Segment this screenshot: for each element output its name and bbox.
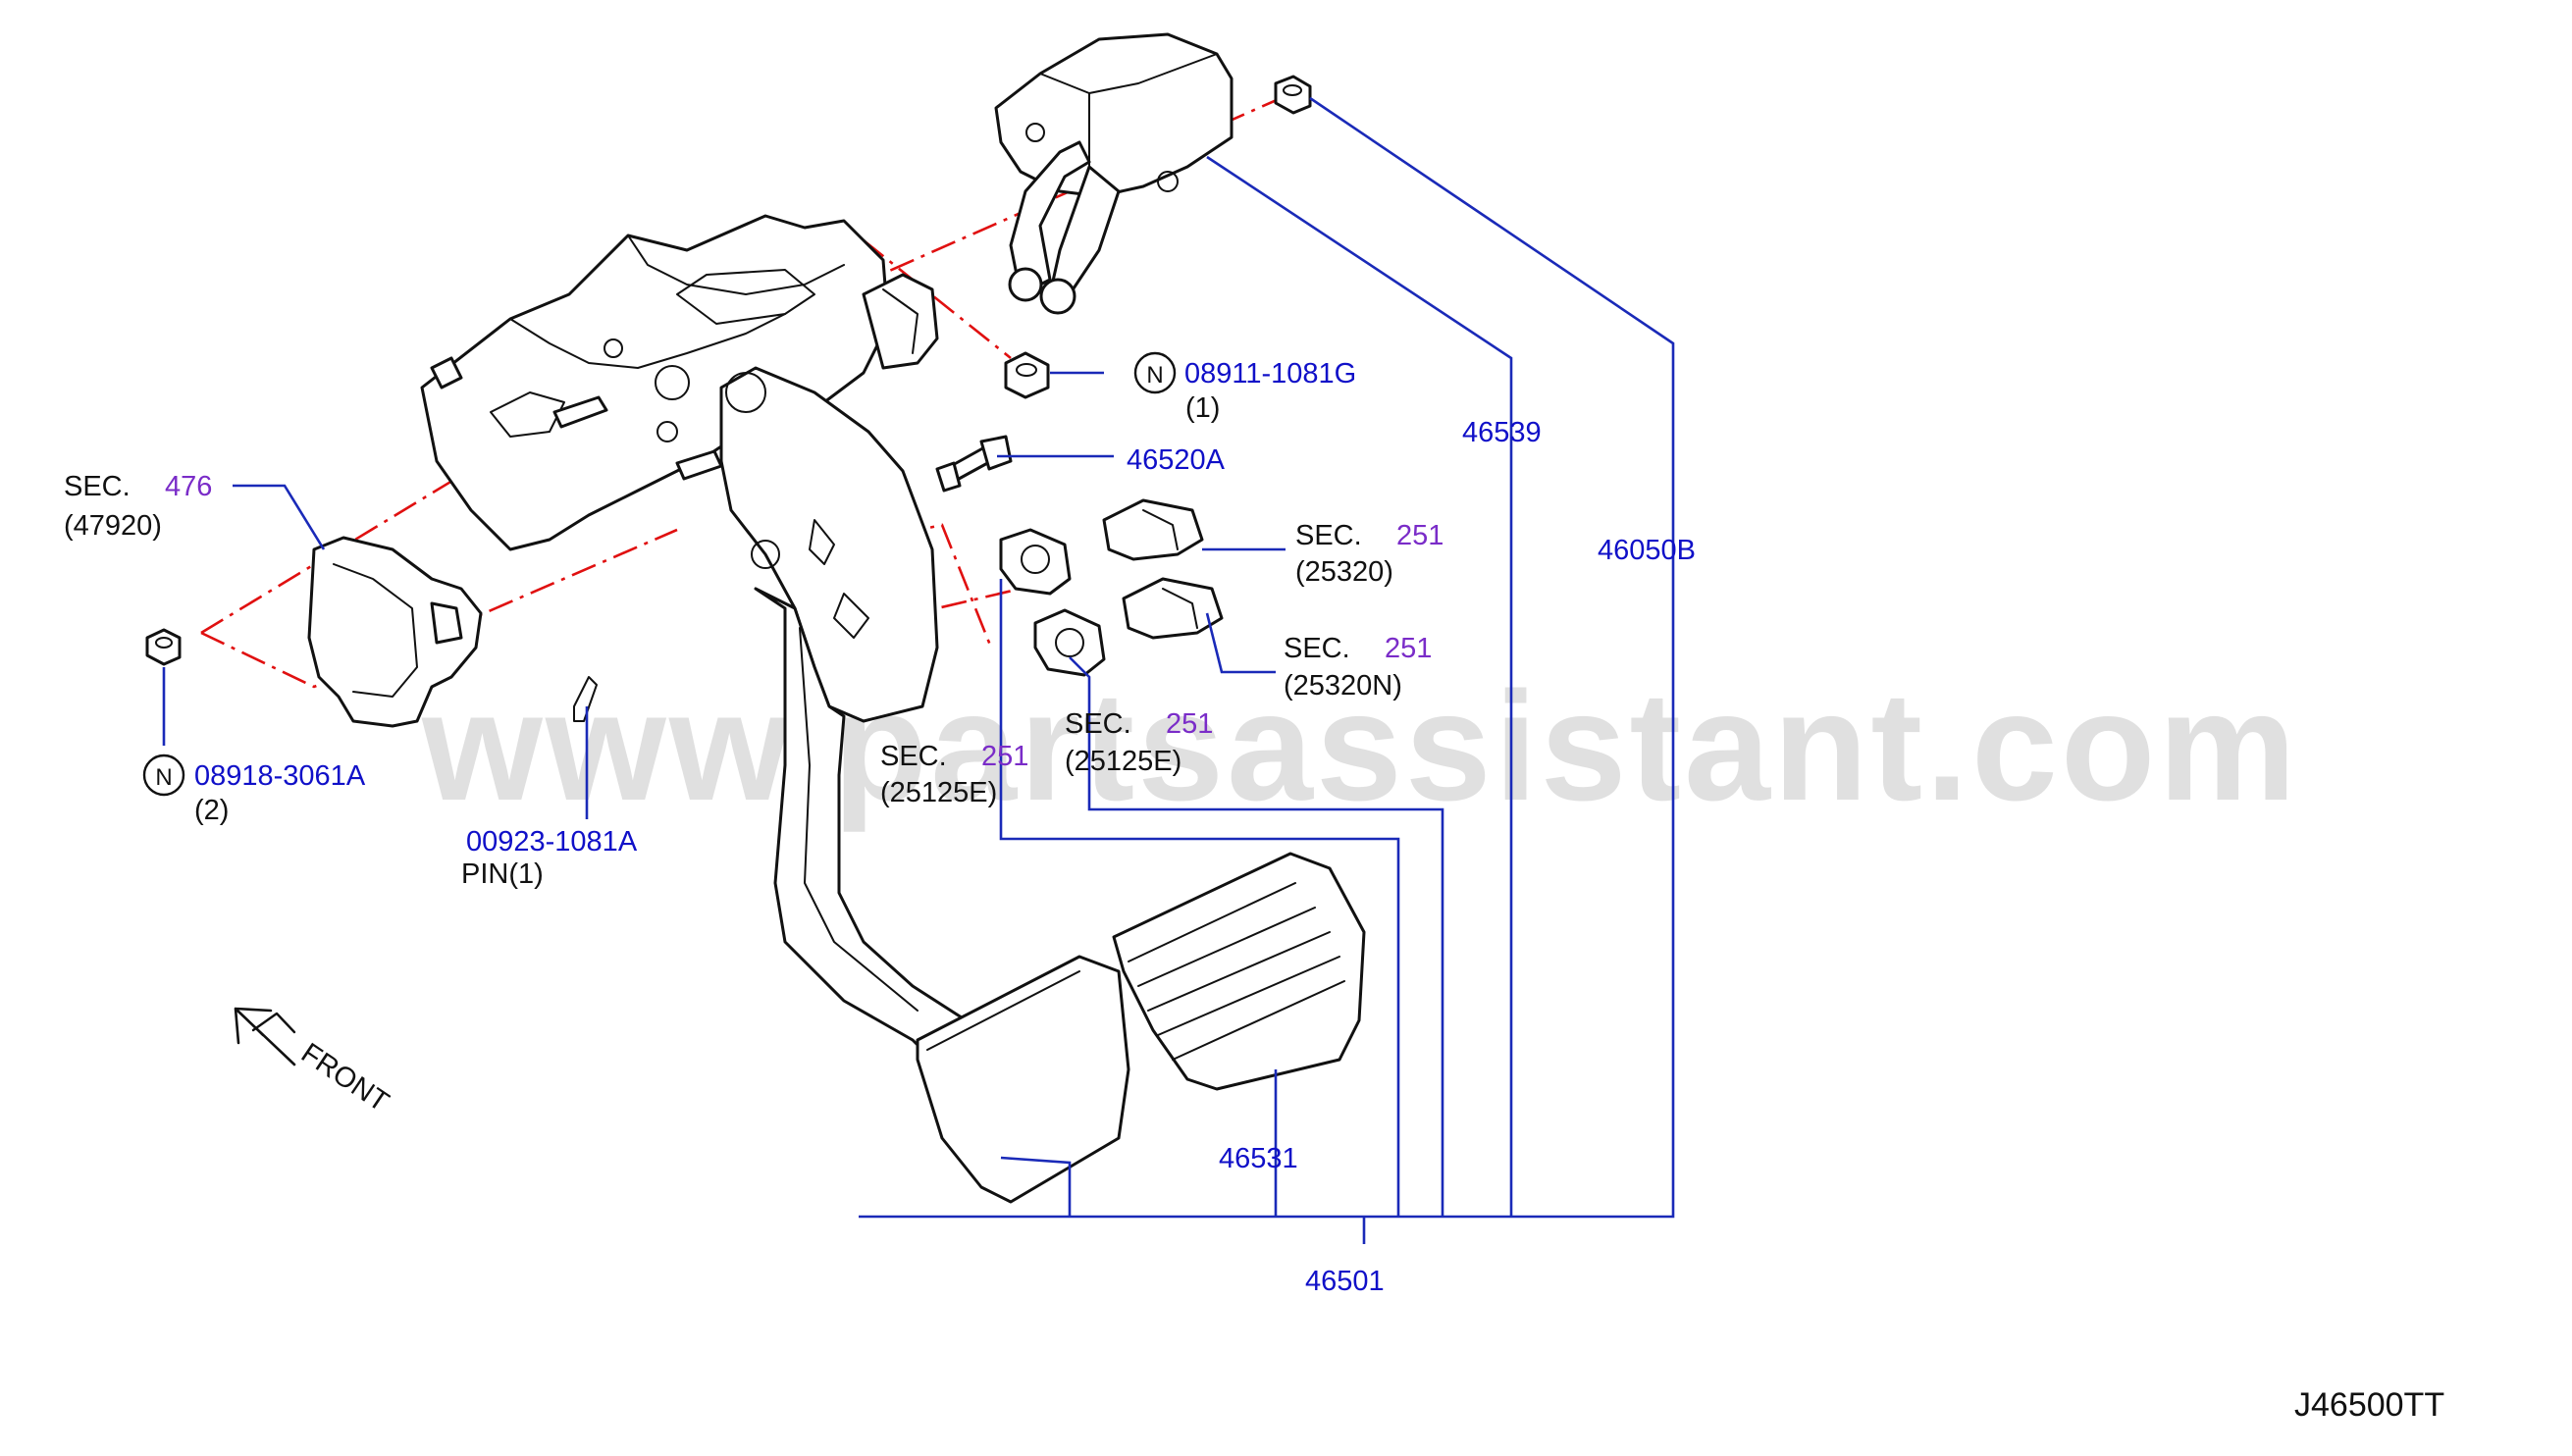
bolt [935,435,1013,493]
part-label-46050B: 46050B [1598,535,1696,566]
leader-25125E-right [1069,656,1444,1217]
part-label-00923: 00923-1081A [466,826,638,858]
sec-number-251d: 251 [981,741,1028,772]
pedal-arm [719,366,983,1071]
bracket-assembly [420,214,939,551]
qty-label-08911: (1) [1185,392,1220,424]
nut-lower [145,628,182,666]
sec-prefix-476: SEC. [64,471,131,502]
qty-label-08918: (2) [194,795,229,826]
pedal-pad-cover [1112,852,1366,1091]
centerline-switch-lower [853,587,1022,630]
sec-ref-47920: (47920) [64,510,162,542]
leader-sec476 [233,484,326,550]
leader-25125E-left [999,579,1400,1217]
leader-46050B [859,96,1675,1219]
leader-lines [162,96,1675,1244]
clevis-pin-studs [552,395,723,481]
sec-prefix-251a: SEC. [1295,520,1362,551]
part-label-46531: 46531 [1219,1143,1298,1174]
pedal-pad [916,955,1130,1204]
sec-ref-25125E-d: (25125E) [880,777,997,808]
sec-number-251c: 251 [1166,708,1213,740]
upper-bracket [994,32,1234,315]
part-label-46501: 46501 [1305,1266,1385,1297]
leader-46539 [1206,155,1513,1217]
sec-ref-25320: (25320) [1295,556,1393,588]
nut-upper [1004,351,1050,399]
watermark: www.partsassistant.com [421,660,2299,833]
sec-number-251b: 251 [1385,633,1432,664]
nut-symbol-text: N [1146,362,1163,389]
sec-number-251a: 251 [1396,520,1443,551]
leader-25320N [1205,612,1276,674]
centerline-mount-lower [200,528,678,689]
sec-prefix-251c: SEC. [1065,708,1131,740]
centerline-switch-upper [853,523,993,649]
sec-ref-25125E-c: (25125E) [1065,746,1181,777]
part-name-pin: PIN(1) [461,858,544,890]
nut-symbol-upper: N [1133,351,1177,394]
sec-prefix-251b: SEC. [1284,633,1350,664]
part-label-46520A: 46520A [1127,444,1226,476]
part-label-46539: 46539 [1462,417,1542,448]
nut-top-right [1274,75,1312,115]
part-label-08918: 08918-3061A [194,760,366,792]
stop-lamp-switches [999,498,1224,677]
leader-pad [1000,1156,1072,1217]
diagram-code: J46500TT [2294,1386,2444,1424]
sec-prefix-251d: SEC. [880,741,947,772]
nut-symbol-lower: N [142,754,185,797]
sec-number-476: 476 [165,471,212,502]
front-arrow: FRONT [234,1007,394,1118]
stroke-sensor [307,536,483,728]
nut-symbol-text: N [155,764,172,791]
centerline-nut [863,238,1012,360]
clip-pin [573,676,598,722]
part-label-08911: 08911-1081G [1184,358,1356,390]
sec-ref-25320N: (25320N) [1284,670,1402,702]
front-label: FRONT [295,1037,394,1118]
